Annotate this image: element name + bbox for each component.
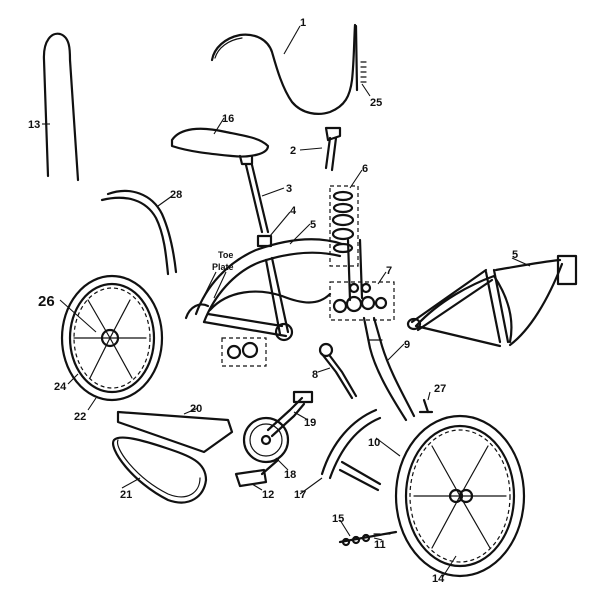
label-6: 6 xyxy=(362,163,368,175)
part-grip xyxy=(354,24,367,92)
part-fork xyxy=(362,316,416,422)
part-bottom-bracket xyxy=(329,281,395,321)
label-1: 1 xyxy=(300,17,306,29)
label-7: 7 xyxy=(386,265,392,277)
part-crank-bearings xyxy=(221,337,267,367)
part-kickstand xyxy=(318,342,358,400)
part-rear-fender xyxy=(100,189,178,276)
label-27: 27 xyxy=(434,383,446,395)
label-25: 25 xyxy=(370,97,382,109)
label-8: 8 xyxy=(312,369,318,381)
label-13: 13 xyxy=(28,119,40,131)
label-19: 19 xyxy=(304,417,316,429)
part-front-fender xyxy=(320,408,382,492)
label-16: 16 xyxy=(222,113,234,125)
part-chain-guard xyxy=(116,410,234,454)
label-20: 20 xyxy=(190,403,202,415)
label-9: 9 xyxy=(404,339,410,351)
label-18: 18 xyxy=(284,469,296,481)
part-chainwheel xyxy=(242,390,314,464)
label-22: 22 xyxy=(74,411,86,423)
toe-plate-line2: Plate xyxy=(212,262,234,272)
toe-plate-line1: Toe xyxy=(218,250,233,260)
label-26: 26 xyxy=(38,293,55,310)
part-chain xyxy=(111,436,208,504)
label-14: 14 xyxy=(432,573,445,585)
part-frame-left xyxy=(184,238,364,342)
label-12: 12 xyxy=(262,489,274,501)
part-seat-post xyxy=(244,163,270,234)
label-10: 10 xyxy=(368,437,380,449)
label-11: 11 xyxy=(374,539,386,551)
label-3: 3 xyxy=(286,183,292,195)
callout-numbers: 1 2 3 4 5 5 6 7 8 9 10 11 12 13 14 15 16… xyxy=(28,17,518,585)
part-sissy-bar xyxy=(42,32,80,182)
part-headset xyxy=(329,185,359,267)
toe-plate-note: Toe Plate xyxy=(203,250,234,299)
label-5a: 5 xyxy=(310,219,316,231)
part-front-wheel xyxy=(394,414,526,578)
label-2: 2 xyxy=(290,145,296,157)
label-24: 24 xyxy=(54,381,67,393)
part-bolt xyxy=(418,398,434,414)
label-4: 4 xyxy=(290,205,297,217)
label-17: 17 xyxy=(294,489,306,501)
label-21: 21 xyxy=(120,489,132,501)
label-5b: 5 xyxy=(512,249,518,261)
part-pedal xyxy=(234,458,280,488)
part-seat xyxy=(170,127,270,166)
part-handlebar xyxy=(210,23,357,115)
part-seat-clamp xyxy=(256,234,273,248)
leader-lines xyxy=(42,25,531,579)
part-axle xyxy=(338,530,398,547)
label-28: 28 xyxy=(170,189,182,201)
label-15: 15 xyxy=(332,513,344,525)
part-stem xyxy=(324,126,342,172)
part-rear-wheel xyxy=(60,274,164,402)
part-frame-right xyxy=(406,254,578,348)
